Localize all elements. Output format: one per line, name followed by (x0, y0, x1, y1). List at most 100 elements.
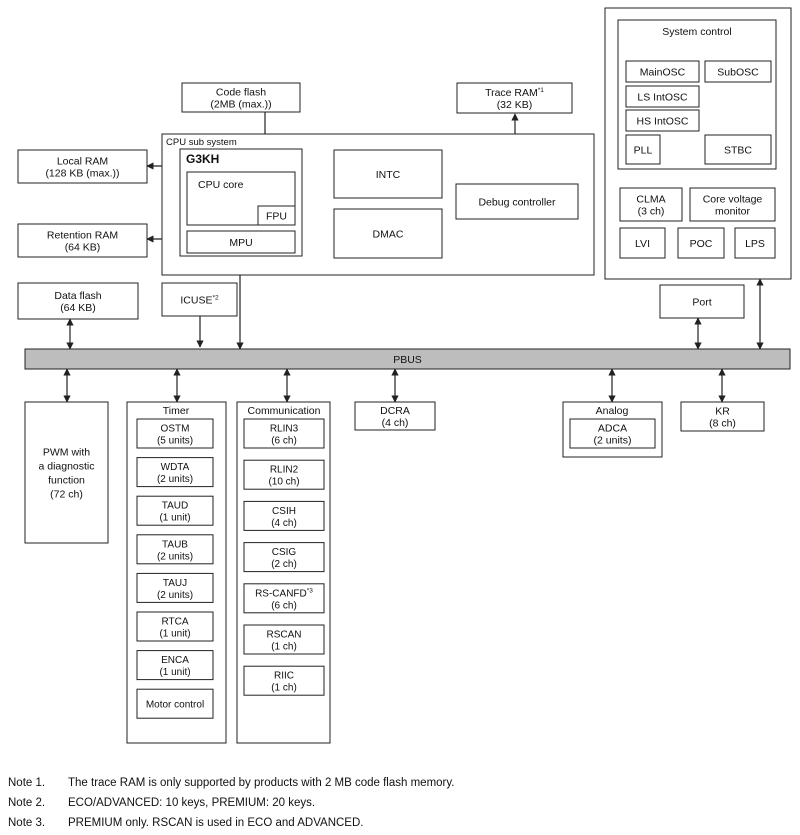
data-flash-label: Data flash (54, 290, 101, 302)
port-label: Port (692, 297, 711, 309)
timer-item (136, 418, 214, 449)
communication-item-label: RIIC (274, 671, 294, 682)
mpu (186, 230, 296, 254)
poc (677, 227, 725, 259)
clma-label: CLMA (636, 194, 665, 206)
pbus-bar-label: PBUS (393, 354, 422, 366)
cpu-sub-system-title: CPU sub system (166, 137, 237, 148)
block-diagram: Code flash(2MB (max.))Trace RAM*1(32 KB)… (17, 7, 792, 744)
timer-item (136, 495, 214, 526)
fpu-label: FPU (266, 211, 287, 223)
blocks (17, 7, 792, 744)
adca-label: (2 units) (594, 435, 632, 447)
debug-controller-label: Debug controller (478, 197, 556, 209)
labels: Code flash(2MB (max.))Trace RAM*1(32 KB)… (38, 26, 764, 711)
ls-intosc-label: LS IntOSC (637, 92, 688, 104)
poc-label: POC (690, 238, 713, 250)
local-ram-label: Local RAM (57, 156, 108, 168)
note-text: ECO/ADVANCED: 10 keys, PREMIUM: 20 keys. (68, 797, 316, 809)
pwm-label: PWM with (43, 447, 90, 459)
code-flash-label: (2MB (max.)) (210, 99, 271, 111)
communication-item-label: RSCAN (266, 630, 301, 641)
retention-ram-label: Retention RAM (47, 230, 118, 242)
note-label: Note 1. (8, 777, 46, 789)
communication-item (243, 665, 325, 696)
timer-item-label: TAUJ (163, 578, 187, 589)
timer-item-label: WDTA (161, 462, 190, 473)
communication-item-label: (1 ch) (271, 683, 297, 694)
timer-item-label: (1 unit) (159, 513, 190, 524)
communication-item (243, 459, 325, 490)
dcra-label: DCRA (380, 405, 410, 417)
dcra (354, 401, 436, 431)
lvi (619, 227, 666, 259)
intc (333, 149, 443, 199)
communication-item-label: (4 ch) (271, 518, 297, 529)
communication-item-label: RLIN2 (270, 465, 299, 476)
note-label: Note 3. (8, 817, 46, 829)
mpu-label: MPU (229, 237, 252, 249)
timer-item-label: OSTM (161, 424, 190, 435)
pwm-label: a diagnostic (38, 461, 94, 473)
mainosc-label: MainOSC (640, 67, 686, 79)
trace-ram-label: (32 KB) (497, 99, 533, 111)
timer-item-label: (1 unit) (159, 667, 190, 678)
timer-item-label: (2 units) (157, 474, 193, 485)
adca (569, 418, 656, 449)
communication-item (243, 418, 325, 449)
trace-ram-label: Trace RAM*1 (485, 87, 544, 99)
note-2: Note 2. ECO/ADVANCED: 10 keys, PREMIUM: 2… (8, 797, 315, 809)
kr-label: KR (715, 406, 730, 418)
pll (625, 134, 661, 165)
note-label: Note 2. (8, 797, 46, 809)
clma (619, 187, 683, 222)
pwm (24, 401, 109, 544)
core-voltage-monitor (689, 187, 776, 222)
timer-item-label: Motor control (146, 700, 204, 711)
communication-item-label: RS-CANFD*3 (255, 587, 313, 599)
fpu (257, 205, 296, 226)
local-ram (17, 149, 148, 184)
hs-intosc (625, 109, 700, 132)
hs-intosc-label: HS IntOSC (637, 116, 689, 128)
clma-label: (3 ch) (638, 206, 665, 218)
timer-item (136, 572, 214, 603)
dcra-label: (4 ch) (382, 417, 409, 429)
timer-item (136, 688, 214, 719)
local-ram-label: (128 KB (max.)) (45, 168, 119, 180)
system-control-title: System control (662, 26, 731, 38)
communication-item-label: (1 ch) (271, 642, 297, 653)
lps-label: LPS (745, 238, 765, 250)
pll-label: PLL (634, 145, 653, 157)
note-text: The trace RAM is only supported by produ… (68, 777, 455, 789)
retention-ram (17, 223, 148, 258)
stbc-label: STBC (724, 145, 752, 157)
ls-intosc (625, 85, 700, 108)
communication-item-label: (10 ch) (268, 477, 299, 488)
communication-item-label: (6 ch) (271, 600, 297, 611)
trace-ram (456, 82, 573, 114)
timer-item-label: (2 units) (157, 551, 193, 562)
timer-item-label: (2 units) (157, 590, 193, 601)
lps (734, 227, 776, 259)
note-text: PREMIUM only. RSCAN is used in ECO and A… (68, 817, 364, 829)
g3kh-title: G3KH (186, 152, 219, 166)
timer-item-label: RTCA (161, 617, 188, 628)
dmac-label: DMAC (373, 229, 404, 241)
pbus-bar (24, 348, 791, 370)
communication-item (243, 583, 325, 614)
subosc-label: SubOSC (717, 67, 759, 79)
stbc (704, 134, 772, 165)
data-flash-label: (64 KB) (60, 302, 96, 314)
communication-item (243, 500, 325, 531)
core-voltage-monitor-label: monitor (715, 206, 751, 218)
intc-label: INTC (376, 169, 401, 181)
timer-item (136, 457, 214, 488)
timer-item-label: TAUB (162, 539, 188, 550)
timer-item-label: TAUD (162, 501, 188, 512)
timer-item-label: ENCA (161, 655, 189, 666)
data-flash (17, 282, 139, 320)
note-3: Note 3. PREMIUM only. RSCAN is used in EC… (8, 817, 363, 829)
communication-item-label: (6 ch) (271, 436, 297, 447)
communication-item (243, 624, 325, 655)
